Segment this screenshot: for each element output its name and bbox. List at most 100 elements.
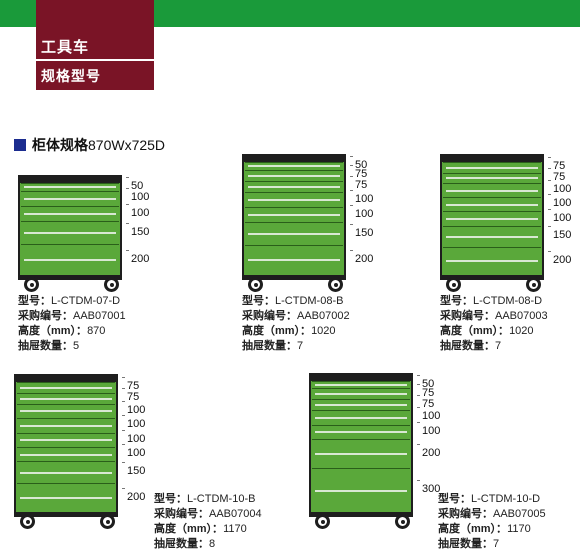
drawer-handle xyxy=(315,431,407,434)
cabinet-4-spec: 型号：L-CTDM-10-B 采购编号：AAB07004 高度（mm）：1170… xyxy=(154,492,262,552)
cabinet-3-spec: 型号：L-CTDM-08-D 采购编号：AAB07003 高度（mm）：1020… xyxy=(440,294,548,354)
drawer-handle xyxy=(20,397,112,400)
drawer xyxy=(17,483,115,512)
drawer-height-label: 75 xyxy=(121,388,140,404)
model-label: 型号： xyxy=(154,493,187,505)
drawer-handle xyxy=(315,416,407,419)
drawer xyxy=(443,246,541,275)
page-subtitle: 规格型号 xyxy=(41,68,101,84)
drawer-height-label: 75 xyxy=(349,176,368,192)
drawer xyxy=(312,439,410,468)
drawer xyxy=(245,180,343,192)
drawer-handle xyxy=(20,410,112,413)
height-label: 高度（mm）： xyxy=(438,523,508,535)
drawer-height-label: 300 xyxy=(416,480,441,496)
drawer-height-label: 100 xyxy=(125,188,150,204)
drawer xyxy=(245,169,343,181)
drawer-handle xyxy=(20,424,112,427)
drawer-height-label: 100 xyxy=(416,407,441,423)
drawer-handle xyxy=(24,213,116,216)
code-value: AAB07001 xyxy=(73,310,126,322)
drawer-handle xyxy=(446,235,538,238)
drawers-label: 抽屉数量： xyxy=(18,340,73,352)
drawer xyxy=(443,162,541,173)
model-value: L-CTDM-08-B xyxy=(275,295,344,307)
code-label: 采购编号： xyxy=(154,508,209,520)
header-divider xyxy=(36,59,154,61)
drawer xyxy=(245,222,343,245)
wheel-icon xyxy=(248,277,263,292)
drawer xyxy=(17,392,115,404)
page-title: 工具车 xyxy=(41,39,90,56)
drawer xyxy=(443,225,541,247)
drawer xyxy=(245,192,343,207)
wheel-icon xyxy=(395,514,410,529)
drawer-handle xyxy=(24,259,116,262)
drawer-height-label: 75 xyxy=(547,157,566,173)
drawer xyxy=(312,381,410,388)
drawer-height-label: 100 xyxy=(125,203,150,219)
drawer-handle xyxy=(248,185,340,188)
drawer xyxy=(443,172,541,184)
drawer-handle xyxy=(315,384,407,387)
drawer-height-label: 200 xyxy=(121,487,146,503)
drawer-handle xyxy=(20,439,112,442)
height-label: 高度（mm）： xyxy=(440,325,510,337)
drawer-height-label: 100 xyxy=(121,400,146,416)
drawer xyxy=(21,206,119,221)
height-value: 1170 xyxy=(223,523,247,535)
header-block: 工具车 规格型号 xyxy=(36,0,154,90)
model-value: L-CTDM-07-D xyxy=(51,295,121,307)
drawer-height-label: 50 xyxy=(416,374,435,390)
model-value: L-CTDM-10-B xyxy=(187,493,256,505)
model-value: L-CTDM-10-D xyxy=(471,493,541,505)
section-marker xyxy=(14,139,26,151)
wheel-icon xyxy=(328,277,343,292)
drawer-height-label: 75 xyxy=(121,377,140,393)
drawers-label: 抽屉数量： xyxy=(438,538,493,550)
drawer-height-label: 200 xyxy=(125,249,150,265)
cabinet-2 xyxy=(242,154,346,295)
drawer-handle xyxy=(20,497,112,500)
drawer xyxy=(245,162,343,170)
drawer-height-label: 200 xyxy=(547,250,572,266)
drawer-height-label: 75 xyxy=(349,165,368,181)
drawer xyxy=(312,424,410,440)
code-value: AAB07005 xyxy=(493,508,546,520)
drawer-handle xyxy=(248,233,340,236)
wheel-icon xyxy=(100,514,115,529)
code-label: 采购编号： xyxy=(18,310,73,322)
drawer-handle xyxy=(446,166,538,169)
drawer-handle xyxy=(248,199,340,202)
drawer xyxy=(17,418,115,432)
wheel-icon xyxy=(446,277,461,292)
drawer xyxy=(21,190,119,206)
cabinet-2-spec: 型号：L-CTDM-08-B 采购编号：AAB07002 高度（mm）：1020… xyxy=(242,294,350,354)
drawer-handle xyxy=(446,189,538,192)
cabinet-1 xyxy=(18,175,122,295)
drawer-height-label: 100 xyxy=(121,415,146,431)
drawer xyxy=(21,183,119,191)
drawer xyxy=(443,197,541,211)
drawer-height-label: 100 xyxy=(547,194,572,210)
drawer-handle xyxy=(315,489,407,492)
section-label: 柜体规格 xyxy=(32,137,88,153)
drawer-handle xyxy=(315,393,407,396)
drawer-height-label: 75 xyxy=(416,383,435,399)
code-value: AAB07003 xyxy=(495,310,548,322)
drawer xyxy=(312,468,410,512)
drawers-value: 7 xyxy=(493,538,500,550)
wheel-icon xyxy=(104,277,119,292)
wheel-icon xyxy=(526,277,541,292)
drawer-height-label: 150 xyxy=(125,222,150,238)
drawers-value: 7 xyxy=(297,340,304,352)
drawers-label: 抽屉数量： xyxy=(242,340,297,352)
drawer-handle xyxy=(20,386,112,389)
height-value: 1020 xyxy=(311,325,336,337)
height-value: 1020 xyxy=(509,325,534,337)
drawer-height-label: 100 xyxy=(121,429,146,445)
drawer-handle xyxy=(446,218,538,220)
drawer xyxy=(245,207,343,222)
drawer-handle xyxy=(248,259,340,262)
drawer xyxy=(21,244,119,275)
